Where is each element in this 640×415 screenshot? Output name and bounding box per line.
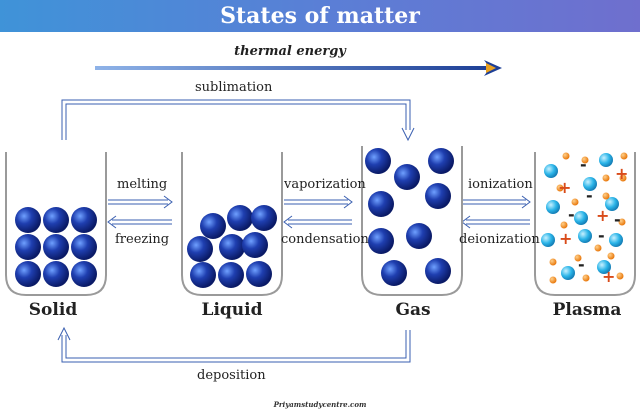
- melting-label: melting: [117, 177, 168, 192]
- state-solid: Solid: [28, 300, 78, 320]
- plasma-sign: -: [568, 205, 575, 224]
- plasma-sign: -: [580, 155, 587, 174]
- state-plasma: Plasma: [552, 300, 622, 320]
- site-credit: Priyamstudycentre.com: [273, 400, 367, 409]
- deposition-label: deposition: [197, 368, 266, 383]
- deposition-arrow: [57, 326, 411, 363]
- thermal-energy-label: thermal energy: [234, 44, 346, 59]
- plasma-sign: +: [602, 267, 615, 286]
- condensation-arrow: [283, 215, 352, 229]
- plasma-sign: -: [586, 186, 593, 205]
- deionization-arrow: [461, 215, 530, 229]
- plasma-ions: [541, 153, 623, 280]
- plasma-sign: +: [596, 206, 609, 225]
- deionization-label: deionization: [459, 232, 540, 247]
- plasma-sign: -: [578, 255, 585, 274]
- thermal-energy-arrow: [95, 60, 502, 76]
- title-banner: [0, 0, 640, 32]
- sublimation-arrow: [61, 99, 415, 142]
- plasma-sign: -: [598, 226, 605, 245]
- plasma-electrons: [549, 152, 628, 284]
- liquid-particles: [187, 205, 277, 288]
- sublimation-label: sublimation: [195, 80, 273, 95]
- page-title: States of matter: [220, 3, 420, 29]
- ionization-arrow: [462, 195, 531, 209]
- plasma-sign: +: [558, 178, 571, 197]
- freezing-arrow: [107, 215, 172, 229]
- state-gas: Gas: [395, 300, 431, 320]
- solid-particles: [15, 207, 97, 287]
- melting-arrow: [108, 195, 173, 209]
- condensation-label: condensation: [281, 232, 369, 247]
- ionization-label: ionization: [468, 177, 533, 192]
- plasma-sign: +: [615, 164, 628, 183]
- vaporization-label: vaporization: [284, 177, 366, 192]
- vaporization-arrow: [284, 195, 353, 209]
- state-liquid: Liquid: [201, 300, 263, 320]
- gas-particles: [365, 148, 454, 286]
- plasma-sign: +: [559, 229, 572, 248]
- freezing-label: freezing: [115, 232, 170, 247]
- plasma-sign: -: [614, 210, 621, 229]
